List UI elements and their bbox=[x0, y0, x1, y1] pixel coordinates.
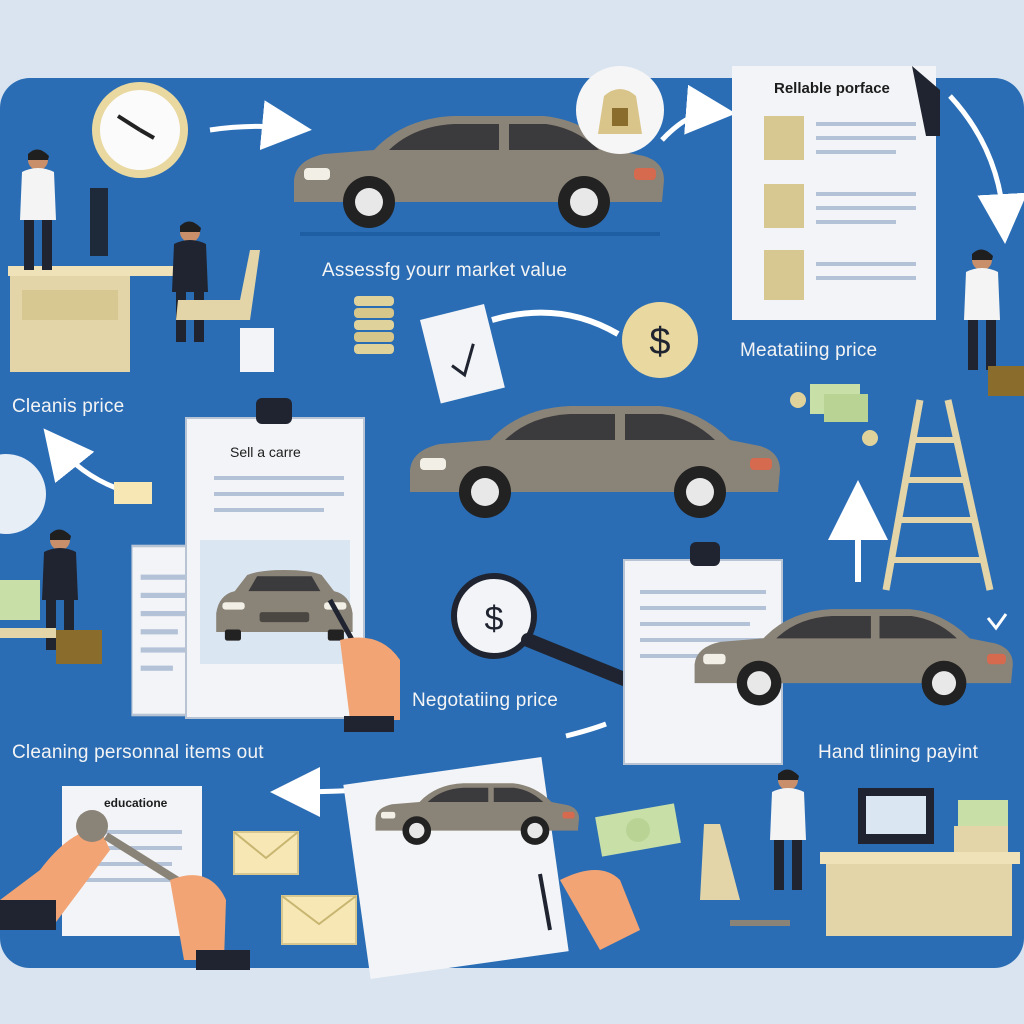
envelope-icon bbox=[233, 831, 299, 875]
hand-with-pen bbox=[327, 598, 400, 732]
checklist-doc bbox=[420, 304, 505, 404]
cash-stack-left bbox=[0, 580, 40, 620]
cash-notes-right bbox=[790, 384, 878, 446]
label-educations: educatione bbox=[104, 796, 168, 810]
desk-left bbox=[0, 628, 56, 638]
arrow-left-mid bbox=[43, 428, 117, 491]
briefcase-left bbox=[56, 630, 102, 664]
envelope-icon-2 bbox=[281, 895, 357, 945]
label-negotiating: Negotatiing price bbox=[412, 690, 558, 711]
label-hand: Hand tlining payint bbox=[818, 742, 979, 763]
arrow-1 bbox=[209, 100, 312, 151]
ladder bbox=[882, 399, 994, 591]
arrow-2 bbox=[660, 84, 736, 142]
briefcase-right bbox=[988, 366, 1024, 396]
label-cleanis: Cleanis price bbox=[12, 396, 125, 417]
reliable-document bbox=[732, 66, 940, 320]
hands-with-key bbox=[0, 810, 250, 970]
check-mark-icon bbox=[986, 613, 1008, 631]
coin-stack-icon bbox=[354, 296, 394, 354]
arrow-4 bbox=[491, 309, 620, 337]
label-reliable: Rellable porface bbox=[774, 80, 890, 97]
contract-with-car bbox=[343, 757, 640, 979]
label-assessing: Assessfg yourr market value bbox=[322, 260, 568, 281]
office-scene-bottom-right bbox=[700, 769, 1020, 936]
dollar-coin-icon: $ bbox=[622, 302, 698, 378]
arrow-3 bbox=[948, 94, 1024, 244]
svg-text:$: $ bbox=[649, 321, 670, 363]
office-scene-top-left bbox=[8, 149, 274, 372]
label-sell: Sell a carre bbox=[230, 444, 301, 460]
label-cleaning-items: Cleaning personnal items out bbox=[12, 742, 264, 763]
money-bag-icon bbox=[576, 66, 664, 154]
sell-car-clipboard bbox=[130, 398, 365, 719]
envelope-small bbox=[114, 482, 152, 504]
label-meatating: Meatatiing price bbox=[740, 340, 878, 361]
svg-text:$: $ bbox=[485, 600, 504, 638]
clock-icon bbox=[92, 82, 188, 178]
cash-notes-bottom bbox=[595, 800, 1008, 857]
speech-bubble-left bbox=[0, 454, 46, 534]
arrow-bottom-mid bbox=[565, 721, 607, 739]
